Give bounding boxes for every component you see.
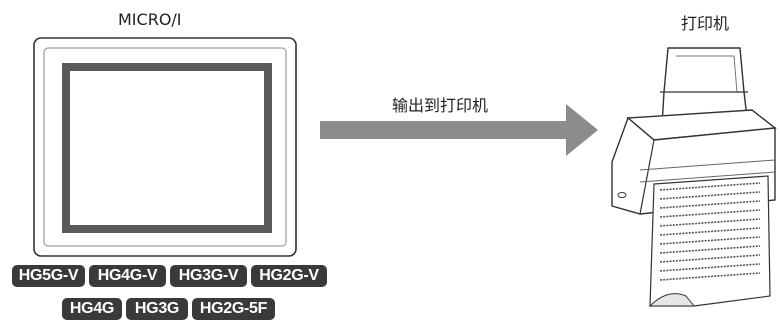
model-badge: HG4G-V: [89, 265, 166, 287]
model-badge: HG2G-5F: [192, 298, 275, 320]
model-badge: HG5G-V: [12, 265, 85, 287]
printer-icon: [611, 47, 777, 307]
device-label: MICRO/I: [118, 10, 182, 29]
model-badge: HG4G: [62, 298, 122, 320]
touch-panel-icon: [33, 37, 297, 257]
model-badge: HG3G-V: [170, 265, 247, 287]
model-badge: HG3G: [126, 298, 188, 320]
model-badge: HG2G-V: [251, 265, 327, 287]
arrow-label: 输出到打印机: [392, 96, 489, 115]
printer-label: 打印机: [681, 14, 730, 33]
arrow-icon: [320, 104, 598, 156]
